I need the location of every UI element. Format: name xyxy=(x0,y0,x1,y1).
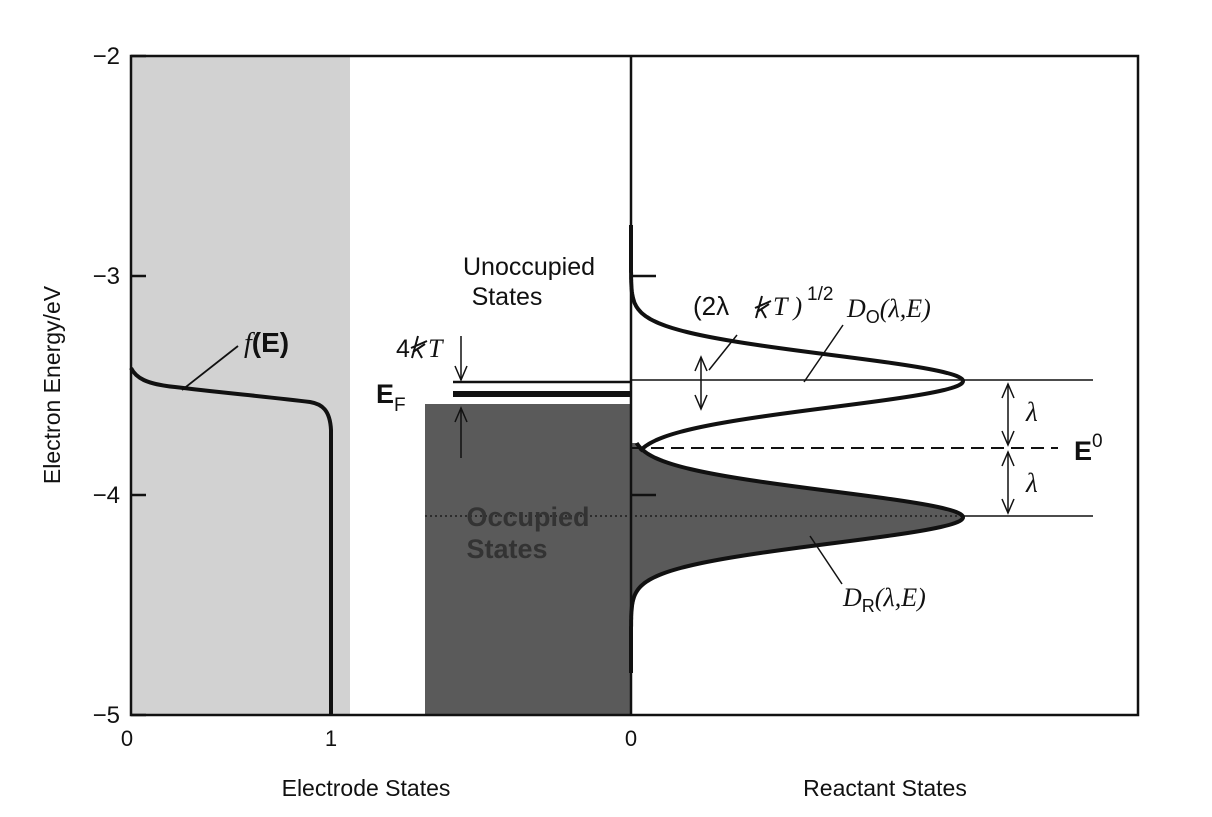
d-red-label: DR(λ,E) xyxy=(842,583,926,616)
d-red-subscript: R xyxy=(862,596,875,616)
occupied-label-line1: Occupied xyxy=(466,502,589,532)
occupied-label-line2: States xyxy=(466,534,547,564)
width-expr-exponent: 1/2 xyxy=(807,284,833,305)
kt-t-label: T xyxy=(428,334,444,363)
lambda-lower-head-bottom xyxy=(1001,498,1015,515)
fermi-level-label: EF xyxy=(376,379,406,416)
e0-label: E0 xyxy=(1074,431,1103,466)
width-expr-open: (2λ xyxy=(693,291,729,321)
unoccupied-label-line1: Unoccupied xyxy=(463,253,595,281)
fermi-function-leader xyxy=(181,345,239,391)
d-red-leader xyxy=(809,535,843,585)
x-tick-label: 0 xyxy=(121,726,133,751)
d-ox-subscript: O xyxy=(866,307,880,327)
e0-symbol: E xyxy=(1074,436,1092,466)
fermi-level-symbol: E xyxy=(376,379,394,409)
width-label-leader xyxy=(708,334,738,371)
fermi-level-subscript: F xyxy=(394,395,406,416)
reduced-density-fill xyxy=(631,443,963,673)
electrode-states-label: Electrode States xyxy=(282,775,451,801)
fermi-function-label: f(E) xyxy=(244,327,289,359)
y-tick-label: −2 xyxy=(93,43,120,70)
d-ox-leader xyxy=(803,324,844,383)
x-tick-label: 0 xyxy=(625,726,637,751)
y-axis-label: Electron Energy/eV xyxy=(39,285,65,484)
kt-arrow-top-head xyxy=(454,365,468,382)
lambda-upper-head-bottom xyxy=(1001,430,1015,447)
d-red-args: (λ,E) xyxy=(875,583,926,612)
lambda-lower-label: λ xyxy=(1025,468,1038,498)
kt-number: 4 xyxy=(396,335,410,363)
width-arrow-head-top xyxy=(694,355,708,372)
width-arrow-head-bottom xyxy=(694,394,708,411)
boltzmann-k-icon xyxy=(754,295,772,319)
d-red-symbol: D xyxy=(842,583,862,612)
lambda-upper-label: λ xyxy=(1025,397,1038,427)
lambda-upper-head-top xyxy=(1001,382,1015,399)
plot-frame xyxy=(129,54,1140,717)
fermi-function-curve xyxy=(129,367,333,715)
occupied-states-block xyxy=(425,404,631,715)
width-expr-close: T ) xyxy=(773,292,802,321)
d-ox-symbol: D xyxy=(846,294,866,323)
lambda-lower-head-top xyxy=(1001,450,1015,467)
unoccupied-label-line2: States xyxy=(472,283,543,311)
fermi-function-symbol: f xyxy=(244,328,255,359)
d-ox-label: DO(λ,E) xyxy=(846,294,931,327)
e0-superscript: 0 xyxy=(1092,431,1103,452)
kt-label: 4 xyxy=(396,335,410,363)
x-tick-label: 1 xyxy=(325,726,337,751)
oxidized-density-curve xyxy=(629,225,966,453)
reactant-states-label: Reactant States xyxy=(803,775,967,801)
fermi-function-argument: (E) xyxy=(252,327,289,358)
reduced-density-curve xyxy=(629,441,966,673)
y-tick-label: −4 xyxy=(93,482,120,509)
y-tick-label: −3 xyxy=(93,263,120,290)
d-ox-args: (λ,E) xyxy=(880,294,931,323)
kt-arrow-bottom-head xyxy=(454,406,468,423)
boltzmann-k-icon xyxy=(410,335,428,359)
y-tick-label: −5 xyxy=(93,702,120,729)
